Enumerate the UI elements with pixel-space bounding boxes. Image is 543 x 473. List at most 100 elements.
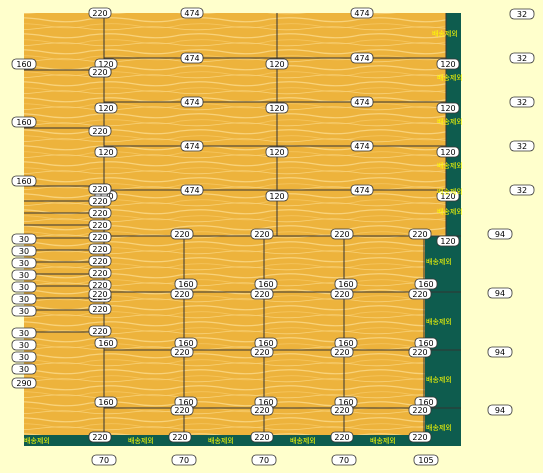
grid-label-box xyxy=(436,58,460,70)
right-label-box xyxy=(509,140,535,152)
upper-left-label-box xyxy=(88,183,112,195)
lower-label-text: 160 xyxy=(258,398,273,407)
grid-label-text: 120 xyxy=(440,237,455,246)
right-label-text: 32 xyxy=(517,142,527,151)
bottom-label-box xyxy=(171,454,197,466)
lower-label-text: 160 xyxy=(98,339,113,348)
grid-label-text: 120 xyxy=(269,192,284,201)
right-label-text: 94 xyxy=(495,230,505,239)
stack-label-2: 220 xyxy=(88,207,112,219)
lower-label-box xyxy=(408,404,432,416)
top-label-1: 474 xyxy=(180,7,204,19)
lower-label-text: 220 xyxy=(334,348,349,357)
left-label-text: 30 xyxy=(19,353,29,362)
grid-label-24: 120 xyxy=(436,235,460,247)
grid-label-box xyxy=(265,146,289,158)
grid-label-text: 120 xyxy=(440,192,455,201)
lower-label-9: 160 xyxy=(94,337,118,349)
grid-label-box xyxy=(250,228,274,240)
lower-label-text: 220 xyxy=(412,348,427,357)
top-label-text: 220 xyxy=(92,9,107,18)
lower-label-16: 220 xyxy=(330,346,354,358)
grid-label-box xyxy=(436,190,460,202)
lower-label-27: 220 xyxy=(88,431,112,443)
grid-label-text: 474 xyxy=(184,142,199,151)
lower-label-6: 220 xyxy=(330,288,354,300)
lower-label-text: 160 xyxy=(338,398,353,407)
stack-label-text: 220 xyxy=(92,257,107,266)
lower-label-31: 220 xyxy=(408,431,432,443)
lower-label-text: 220 xyxy=(92,433,107,442)
left-label-13: 30 xyxy=(11,363,37,375)
grid-label-box xyxy=(170,228,194,240)
left-label-4: 30 xyxy=(11,245,37,257)
stack-label-5: 220 xyxy=(88,243,112,255)
left-label-10: 30 xyxy=(11,327,37,339)
bottom-label-2: 70 xyxy=(251,454,277,466)
bottom-trim-label-0: 배송제외 xyxy=(24,436,50,445)
lower-label-box xyxy=(168,431,192,443)
left-label-7: 30 xyxy=(11,281,37,293)
lower-label-text: 220 xyxy=(334,406,349,415)
grid-label-18: 120 xyxy=(265,190,289,202)
right-label-box xyxy=(509,184,535,196)
grid-label-4: 120 xyxy=(436,58,460,70)
right-label-5: 94 xyxy=(487,228,513,240)
left-label-1: 160 xyxy=(11,116,37,128)
lower-label-text: 160 xyxy=(178,280,193,289)
left-label-text: 30 xyxy=(19,283,29,292)
bottom-label-text: 70 xyxy=(179,456,189,465)
grid-label-box xyxy=(265,102,289,114)
right-label-4: 32 xyxy=(509,184,535,196)
right-trim-label-9: 배송제외 xyxy=(437,187,463,196)
grid-label-16: 474 xyxy=(350,184,374,196)
top-label-box xyxy=(88,7,112,19)
grid-label-box xyxy=(436,146,460,158)
grid-label-box xyxy=(265,58,289,70)
grid-label-box xyxy=(350,140,374,152)
bottom-label-0: 70 xyxy=(91,454,117,466)
left-label-text: 160 xyxy=(16,60,31,69)
left-label-text: 160 xyxy=(16,118,31,127)
right-label-box xyxy=(487,346,513,358)
grid-label-text: 220 xyxy=(174,230,189,239)
lower-label-text: 220 xyxy=(254,348,269,357)
grid-label-box xyxy=(180,96,204,108)
left-label-6: 30 xyxy=(11,269,37,281)
grid-label-box xyxy=(436,235,460,247)
lower-label-box xyxy=(408,431,432,443)
right-label-0: 32 xyxy=(509,8,535,20)
right-label-text: 32 xyxy=(517,10,527,19)
left-label-box xyxy=(11,245,37,257)
lower-label-text: 160 xyxy=(258,280,273,289)
right-label-7: 94 xyxy=(487,346,513,358)
top-label-0: 220 xyxy=(88,7,112,19)
right-label-text: 94 xyxy=(495,289,505,298)
right-trim-label-0: 배송제외 xyxy=(432,29,458,38)
left-label-text: 290 xyxy=(16,379,31,388)
bottom-label-3: 70 xyxy=(331,454,357,466)
lower-label-15: 220 xyxy=(250,346,274,358)
stack-label-3: 220 xyxy=(88,219,112,231)
stack-label-1: 220 xyxy=(88,195,112,207)
lower-label-18: 160 xyxy=(94,396,118,408)
bottom-label-box xyxy=(91,454,117,466)
right-trim-upper xyxy=(446,13,461,241)
lower-label-3: 160 xyxy=(414,278,438,290)
grid-label-box xyxy=(94,102,118,114)
upper-left-label-text: 220 xyxy=(92,185,107,194)
stack-label-text: 220 xyxy=(92,305,107,314)
lower-label-text: 220 xyxy=(334,290,349,299)
right-trim-label-5: 배송제외 xyxy=(426,257,452,266)
stack-label-text: 220 xyxy=(92,197,107,206)
stack-label-6: 220 xyxy=(88,255,112,267)
lower-label-text: 220 xyxy=(174,348,189,357)
lower-label-24: 220 xyxy=(250,404,274,416)
right-label-1: 32 xyxy=(509,52,535,64)
grid-label-text: 120 xyxy=(269,104,284,113)
lower-label-box xyxy=(88,288,112,300)
stack-label-text: 220 xyxy=(92,281,107,290)
grid-label-13: 120 xyxy=(265,146,289,158)
